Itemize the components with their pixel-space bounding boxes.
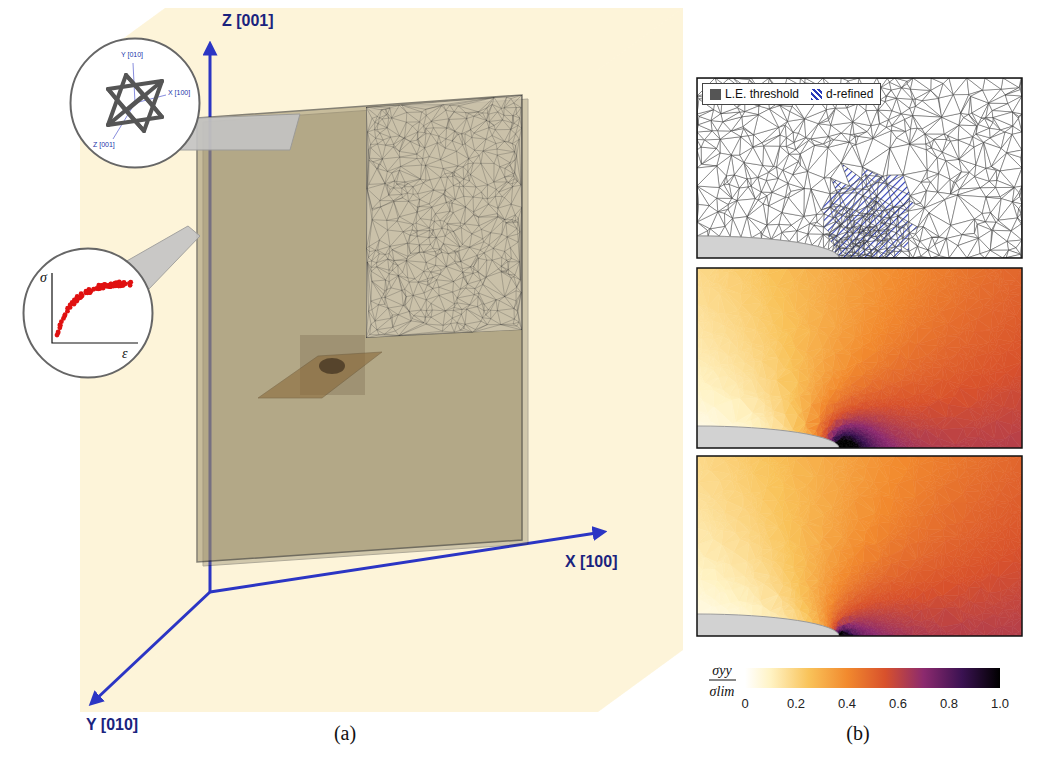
axis-label: Z [001] — [222, 12, 274, 30]
mesh-patch — [366, 95, 522, 338]
legend-entry: d-refined — [811, 87, 873, 101]
axis-label: Y [010] — [121, 51, 143, 58]
legend-swatch — [811, 89, 822, 100]
fraction-bar — [709, 680, 736, 681]
fem-panel — [555, 268, 1022, 470]
axis-label: X [100] — [168, 89, 190, 96]
axis-label: Z [001] — [93, 141, 115, 148]
axis-label: X [100] — [565, 553, 617, 571]
legend-text: d-refined — [826, 87, 873, 101]
tick-label: 0 — [741, 696, 748, 711]
tick-label: 0.8 — [940, 696, 958, 711]
panel-label: (b) — [846, 722, 869, 745]
legend-text: L.E. threshold — [725, 87, 799, 101]
colorbar — [745, 668, 1000, 688]
axis-label: σ — [40, 271, 47, 285]
tick-label: 0.6 — [889, 696, 907, 711]
stress-strain-callout: σε — [22, 247, 154, 379]
panel-label: (a) — [334, 722, 356, 745]
tick-label: 0.2 — [787, 696, 805, 711]
legend-swatch — [710, 89, 721, 100]
fem-panel — [555, 78, 1022, 280]
slip-system-star — [108, 75, 162, 131]
axis-label: Y [010] — [86, 716, 138, 734]
colorbar-title: σlim — [710, 684, 735, 700]
crack-plane — [258, 335, 382, 398]
specimen-plate — [197, 95, 528, 566]
callout-circle — [22, 247, 154, 379]
tick-label: 1.0 — [991, 696, 1009, 711]
legend-box: L.E. threshold d-refined — [702, 83, 881, 105]
tick-label: 0.4 — [838, 696, 856, 711]
stress-strain-plot — [52, 273, 138, 343]
colorbar-title: σyy — [712, 663, 731, 679]
fem-panel — [555, 456, 1022, 658]
axis-label: ε — [122, 347, 128, 361]
legend-entry: L.E. threshold — [710, 87, 799, 101]
slip-system-callout: Y [010] X [100] Z [001] — [69, 37, 201, 169]
